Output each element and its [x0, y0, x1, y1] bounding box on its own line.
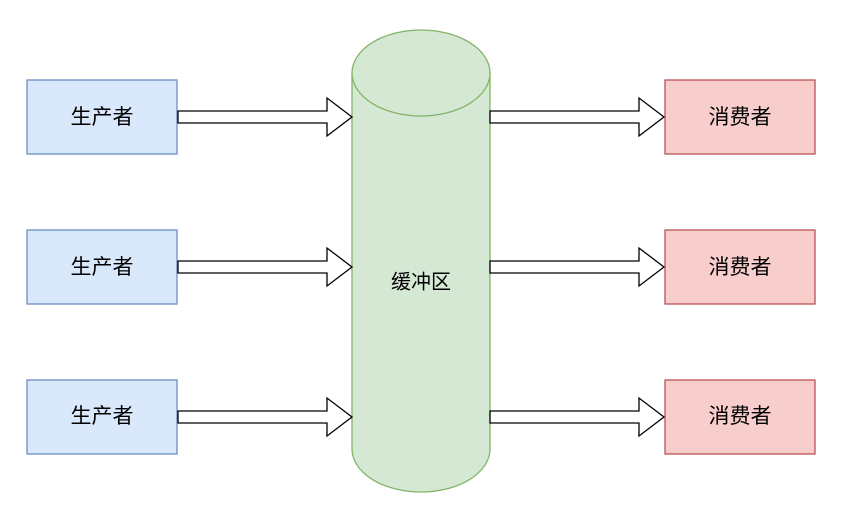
consumer-label: 消费者	[709, 255, 772, 279]
edge-arrow	[489, 96, 666, 138]
edge-arrow	[177, 96, 354, 138]
producer-box	[26, 379, 178, 455]
consumer-node: 消费者	[664, 79, 816, 155]
edge-arrow	[177, 246, 354, 288]
buffer-top	[351, 29, 491, 117]
edge-arrow	[177, 396, 354, 438]
consumer-label: 消费者	[709, 404, 772, 428]
consumer-box	[664, 379, 816, 455]
producer-node: 生产者	[26, 379, 178, 455]
consumer-node: 消费者	[664, 379, 816, 455]
producer-label: 生产者	[71, 404, 134, 428]
buffer-body	[351, 72, 491, 493]
buffer-cylinder: 缓冲区	[351, 29, 491, 493]
edge-arrow	[489, 246, 666, 288]
producer-label: 生产者	[71, 105, 134, 129]
producer-label: 生产者	[71, 255, 134, 279]
edge-arrow	[489, 396, 666, 438]
consumer-node: 消费者	[664, 229, 816, 305]
consumer-label: 消费者	[709, 105, 772, 129]
producer-node: 生产者	[26, 229, 178, 305]
producer-box	[26, 79, 178, 155]
producer-node: 生产者	[26, 79, 178, 155]
producer-box	[26, 229, 178, 305]
buffer-label: 缓冲区	[391, 270, 451, 294]
consumer-box	[664, 79, 816, 155]
